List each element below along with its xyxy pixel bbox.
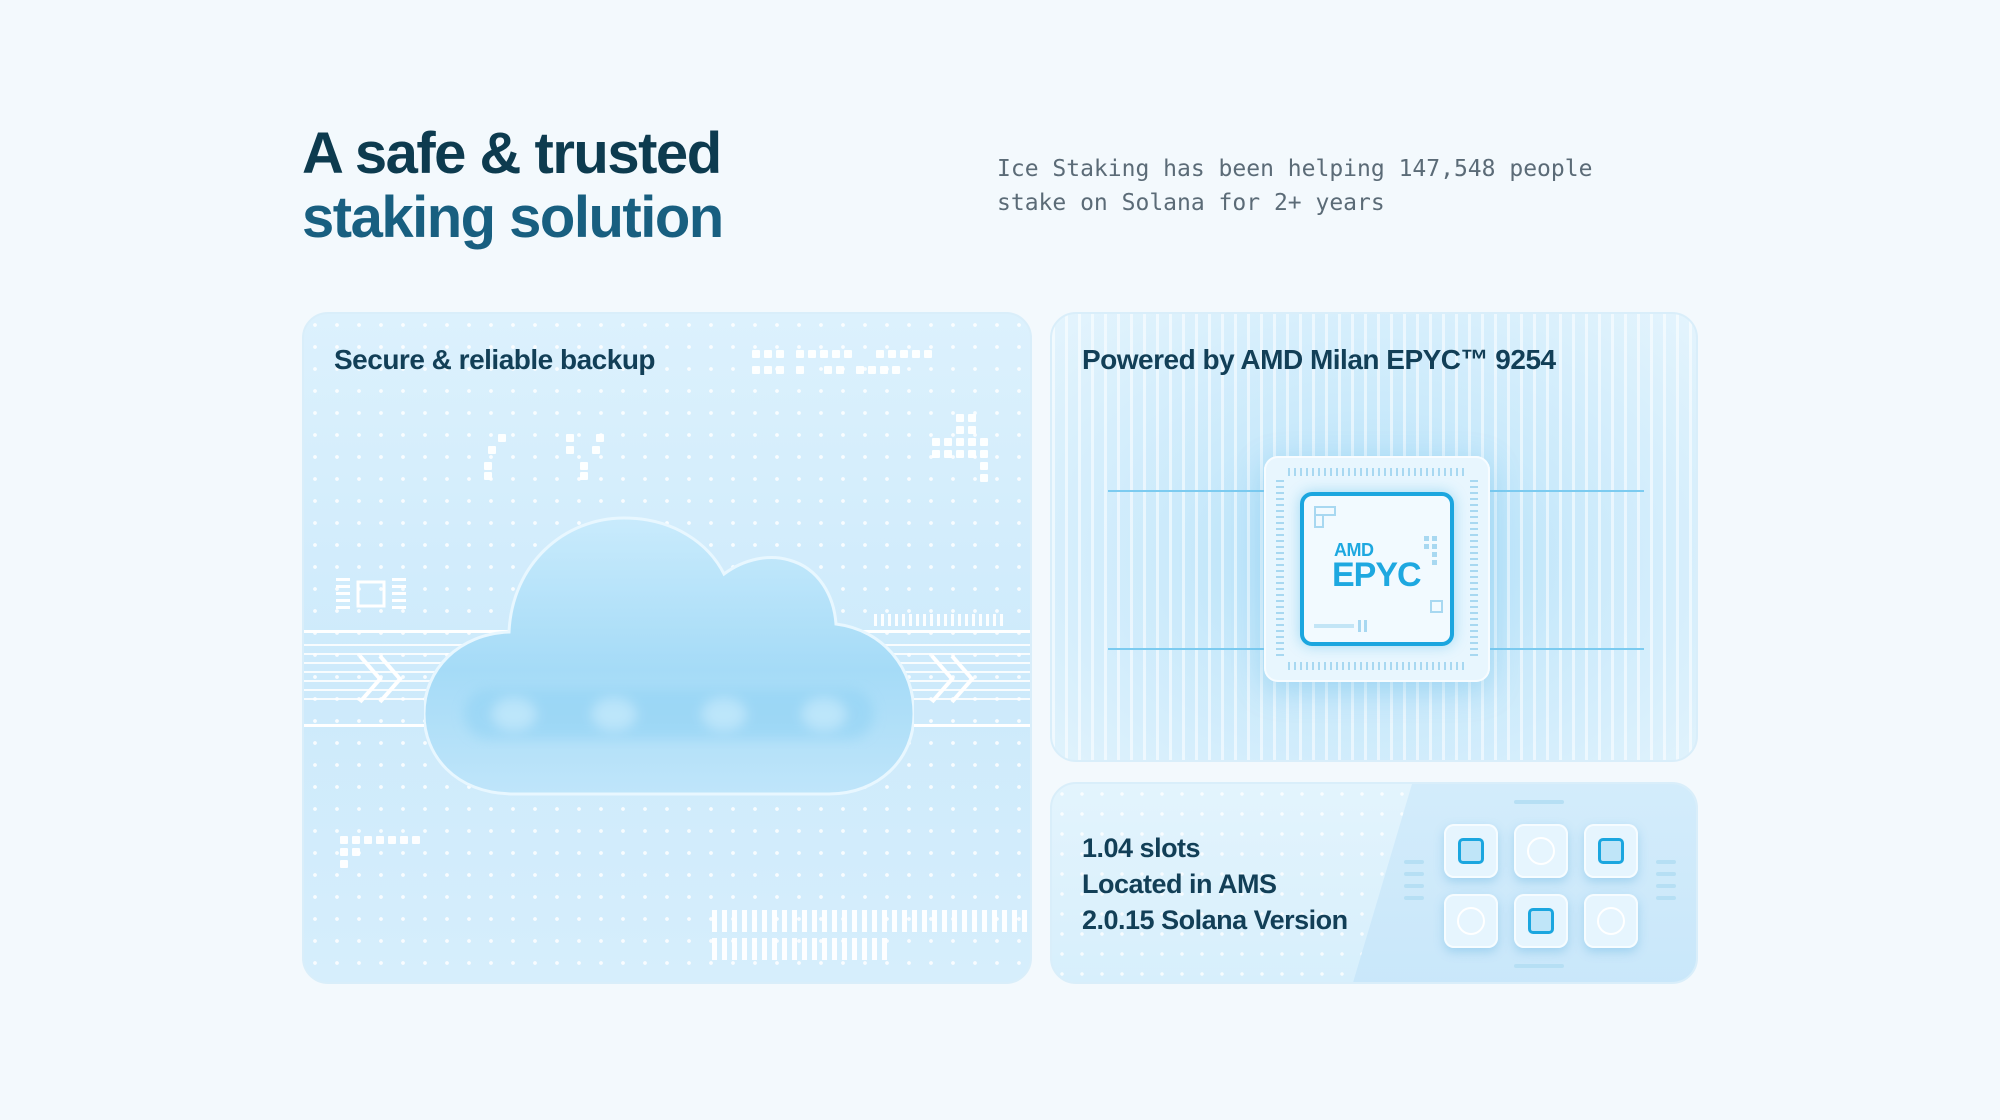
stat-location: Located in AMS	[1082, 869, 1277, 899]
barcode-bottom-decoration-2	[712, 938, 892, 960]
stats-list: 1.04 slots Located in AMS 2.0.15 Solana …	[1082, 830, 1348, 938]
panel-dash-right	[1656, 884, 1676, 888]
cpu-chip-icon: AMD EPYC	[1264, 456, 1490, 682]
page-subtitle-line-2: stake on Solana for 2+ years	[997, 190, 1385, 216]
panel-dash-top	[1514, 800, 1564, 804]
backup-card-title: Secure & reliable backup	[334, 344, 656, 375]
chip-brand-label: AMD	[1334, 540, 1374, 560]
node-tile-icon	[1514, 894, 1568, 948]
page-subtitle: Ice Staking has been helping 147,548 peo…	[997, 152, 1697, 220]
chip-pins-right	[1470, 480, 1478, 658]
chevron-right-icon-2	[930, 654, 975, 704]
chip-die: AMD EPYC	[1300, 492, 1454, 646]
cloud-icon	[424, 516, 914, 796]
chip-pins-bottom	[1288, 662, 1466, 670]
node-tile-icon	[1584, 824, 1638, 878]
page-subtitle-line-1: Ice Staking has been helping 147,548 peo…	[997, 156, 1593, 182]
chip-square-glyph-icon	[1430, 600, 1443, 613]
chip-pins-left	[1276, 480, 1284, 658]
circuit-wire	[1108, 648, 1264, 650]
chip-glyph-icon	[336, 578, 406, 609]
backup-card: Secure & reliable backup	[302, 312, 1032, 984]
barcode-bottom-decoration	[712, 910, 1030, 932]
node-tile-icon	[1584, 894, 1638, 948]
chevron-right-icon	[358, 654, 403, 704]
panel-dash-left	[1404, 860, 1424, 864]
panel-dash-right	[1656, 896, 1676, 900]
node-tile-icon	[1444, 894, 1498, 948]
chip-bar-glyph-icon	[1314, 620, 1367, 632]
barcode-decoration	[874, 614, 1004, 626]
chip-pins-top	[1288, 468, 1466, 476]
page-title-line-1: A safe & trusted	[302, 121, 722, 186]
panel-dash-left	[1404, 872, 1424, 876]
circuit-wire	[1108, 490, 1264, 492]
panel-dash-left	[1404, 884, 1424, 888]
pixel-corner-decoration	[340, 836, 430, 876]
circuit-wire	[1490, 648, 1644, 650]
cpu-card-title: Powered by AMD Milan EPYC™ 9254	[1082, 344, 1556, 375]
panel-dash-right	[1656, 872, 1676, 876]
page-title: A safe & trusted staking solution	[302, 121, 724, 250]
pixel-code-decoration	[752, 350, 932, 390]
circuit-wire	[1490, 490, 1644, 492]
chip-model-label: EPYC	[1332, 556, 1422, 594]
node-tile-icon	[1514, 824, 1568, 878]
stats-card: 1.04 slots Located in AMS 2.0.15 Solana …	[1050, 782, 1698, 984]
cpu-card: Powered by AMD Milan EPYC™ 9254	[1050, 312, 1698, 762]
panel-dash-left	[1404, 896, 1424, 900]
chip-corner-glyph-icon	[1314, 506, 1336, 528]
stat-slots: 1.04 slots	[1082, 833, 1201, 863]
pixel-glyph-decoration	[484, 434, 624, 484]
page-title-line-2: staking solution	[302, 185, 724, 250]
chip-dots-glyph-icon	[1424, 536, 1437, 565]
panel-dash-right	[1656, 860, 1676, 864]
panel-dash-bottom	[1514, 964, 1564, 968]
pixel-block-decoration	[932, 414, 1002, 494]
node-grid-panel	[1352, 784, 1696, 982]
stat-version: 2.0.15 Solana Version	[1082, 905, 1348, 935]
node-tile-icon	[1444, 824, 1498, 878]
